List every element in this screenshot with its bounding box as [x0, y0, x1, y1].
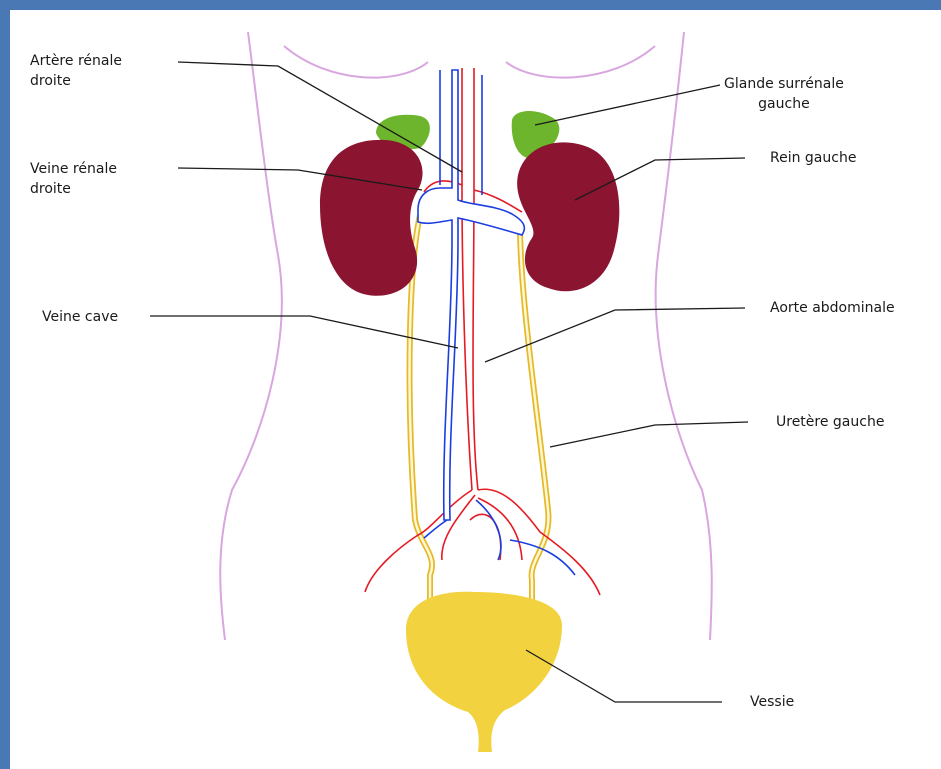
sacral-artery — [470, 514, 501, 560]
label-ureter-left: Uretère gauche — [776, 412, 884, 432]
label-line-1: Artère rénale — [30, 51, 122, 71]
torso-left-edge — [220, 32, 282, 640]
kidney-right — [320, 140, 423, 296]
torso-right-edge — [656, 32, 712, 640]
iliac-left-outer — [478, 489, 600, 595]
leader-adrenal — [535, 85, 720, 125]
label-line-1: Glande surrénale — [724, 74, 844, 94]
label-bladder: Vessie — [750, 692, 794, 712]
label-line-2: droite — [30, 179, 117, 199]
label-vena-cava: Veine cave — [42, 307, 118, 327]
label-line-2: gauche — [724, 94, 844, 114]
label-line-2: droite — [30, 71, 122, 91]
label-kidney-left: Rein gauche — [770, 148, 856, 168]
label-renal-vein-right: Veine rénale droite — [30, 159, 117, 199]
aorta-left-wall — [462, 68, 472, 490]
urinary-system-diagram — [10, 10, 941, 769]
label-renal-artery-right: Artère rénale droite — [30, 51, 122, 91]
chest-curve-right — [284, 46, 428, 78]
label-aorta: Aorte abdominale — [770, 298, 895, 318]
leader-ureter — [550, 422, 748, 447]
kidney-left — [517, 142, 619, 291]
aorta-right-wall — [473, 68, 478, 490]
label-adrenal-left: Glande surrénale gauche — [724, 74, 844, 114]
diagram-frame: Artère rénale droite Veine rénale droite… — [10, 10, 941, 769]
bladder — [406, 592, 562, 752]
ureters — [410, 215, 549, 605]
label-line-1: Veine rénale — [30, 159, 117, 179]
iliac-right-outer — [365, 490, 472, 592]
body-outline — [220, 32, 712, 640]
chest-curve-left — [506, 46, 655, 78]
vena-cava — [418, 70, 524, 520]
